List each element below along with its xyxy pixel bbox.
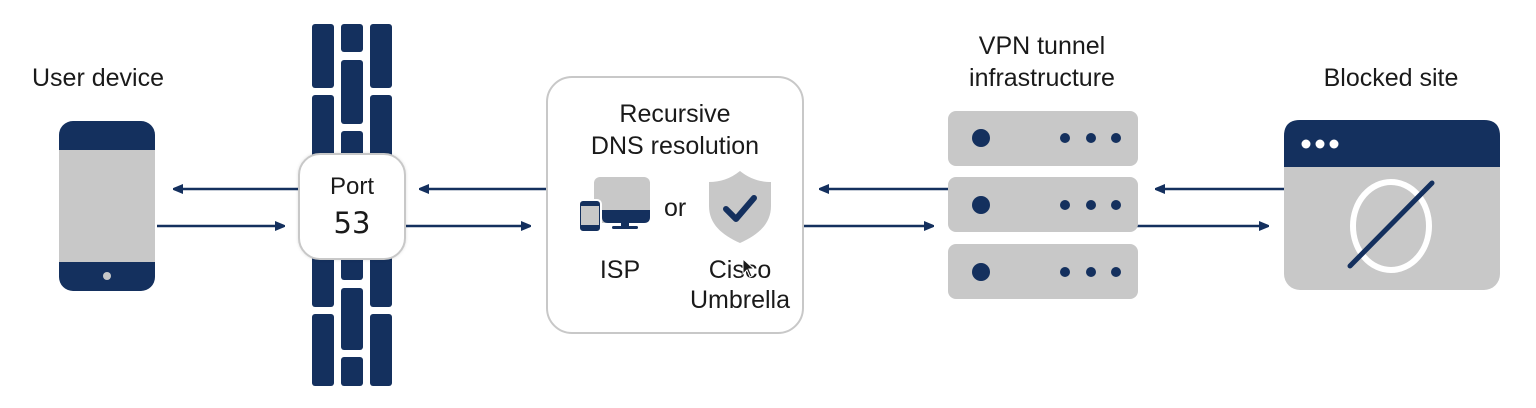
server-unit xyxy=(948,177,1138,232)
mouse-cursor-icon xyxy=(742,258,756,278)
arrows xyxy=(157,189,1284,226)
vpn-label-line2: infrastructure xyxy=(969,64,1115,92)
dns-icons xyxy=(578,171,771,243)
blocked-site-label: Blocked site xyxy=(1323,64,1459,92)
shield-check-icon xyxy=(709,171,771,243)
isp-label: ISP xyxy=(599,256,641,284)
port-number: 53 xyxy=(333,206,371,240)
dns-resolution-box: Recursive DNS resolution or ISP Cisco Um… xyxy=(546,76,804,334)
server-stack-icon xyxy=(948,111,1138,299)
port-53-box: Port 53 xyxy=(298,153,406,260)
user-device-label: User device xyxy=(32,64,164,92)
cisco-umbrella-label-line2: Umbrella xyxy=(689,286,791,314)
blocked-browser-icon xyxy=(1284,120,1500,290)
vpn-label-line1: VPN tunnel xyxy=(978,32,1106,60)
devices-icon xyxy=(578,177,650,233)
cisco-umbrella-label-line1: Cisco xyxy=(708,256,772,284)
server-unit xyxy=(948,111,1138,166)
server-unit xyxy=(948,244,1138,299)
smartphone-icon xyxy=(59,121,155,291)
dns-title-line2: DNS resolution xyxy=(590,132,760,160)
or-separator: or xyxy=(664,194,687,222)
blocked-symbol-icon xyxy=(1350,179,1432,273)
dns-title-line1: Recursive xyxy=(619,100,731,128)
port-label: Port xyxy=(329,173,374,200)
